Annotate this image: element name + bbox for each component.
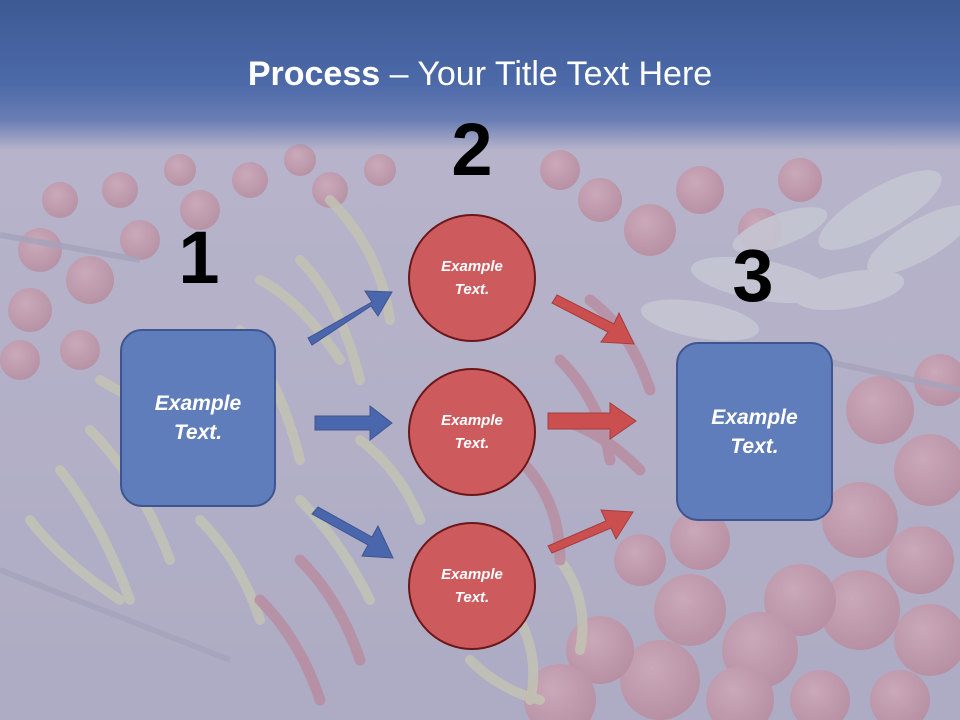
arrow-to-circle-3	[311, 506, 394, 559]
step-1-text: Example Text.	[154, 392, 242, 444]
arrow-to-circle-1	[307, 290, 393, 346]
title-bar	[0, 0, 960, 150]
slide-title: Process – Your Title Text Here	[0, 52, 960, 96]
step-2-circle-2: Example Text.	[408, 368, 536, 496]
step-number-1: 1	[178, 216, 220, 299]
step-2-circle-3: Example Text.	[408, 522, 536, 650]
step-2-circle-1: Example Text.	[408, 214, 536, 342]
title-bold: Process	[247, 55, 381, 93]
arrow-from-circle-3	[547, 509, 634, 554]
circle-1-text: Example Text.	[441, 258, 503, 298]
circle-3-text: Example Text.	[441, 566, 503, 606]
step-3-box: Example Text.	[676, 342, 833, 521]
step-1-box: Example Text.	[120, 329, 276, 507]
circle-2-text: Example Text.	[441, 412, 503, 452]
step-number-3: 3	[732, 234, 774, 317]
step-3-text: Example Text.	[711, 405, 798, 458]
step-number-2: 2	[451, 108, 493, 191]
arrow-from-circle-2	[547, 402, 637, 440]
arrow-from-circle-1	[551, 294, 635, 345]
title-rest: – Your Title Text Here	[380, 55, 713, 93]
arrow-to-circle-2	[314, 404, 393, 442]
